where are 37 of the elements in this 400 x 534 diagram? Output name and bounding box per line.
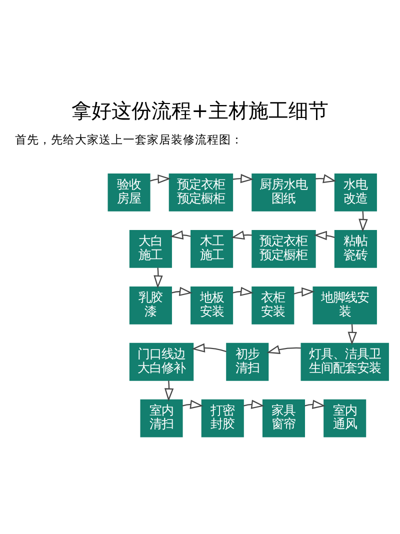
node-box: 大白施工 — [129, 229, 172, 268]
node-box: 打密封胶 — [201, 398, 244, 437]
arrow — [172, 286, 193, 296]
node-box: 乳胶漆 — [129, 286, 172, 324]
node-box: 粘帖瓷砖 — [334, 229, 377, 268]
node-box: 预定衣柜预定橱柜 — [168, 173, 234, 211]
arrow — [348, 324, 357, 345]
arrow — [232, 173, 254, 183]
arrow — [154, 267, 163, 288]
arrow — [314, 230, 335, 240]
node-box: 室内清扫 — [140, 398, 183, 437]
node-box: 室内通风 — [324, 398, 366, 437]
arrow — [150, 174, 171, 184]
arrow — [266, 344, 301, 354]
arrow — [170, 230, 191, 240]
arrow — [315, 174, 336, 183]
arrow — [164, 380, 174, 401]
arrow — [232, 286, 254, 296]
diagram-title: 拿好这份流程+主材施工细节 — [72, 98, 328, 122]
arrow — [243, 399, 264, 408]
node-box: 家具窗帘 — [262, 398, 305, 437]
node-box: 地脚线安装 — [312, 286, 377, 324]
node-box: 初步清扫 — [226, 342, 269, 380]
node-box: 衣柜安装 — [252, 286, 294, 324]
arrow — [304, 399, 326, 408]
arrow — [182, 399, 204, 408]
node-box: 预定衣柜预定橱柜 — [252, 229, 316, 268]
node-box: 门口线边大白修补 — [129, 342, 194, 380]
arrow — [192, 342, 226, 352]
arrow — [294, 286, 315, 296]
node-box: 验收房屋 — [108, 173, 150, 211]
node-box: 地板安装 — [190, 286, 234, 324]
node-box: 厨房水电图纸 — [252, 173, 316, 211]
label: 首先，先给大家送上一套家居装修流程图： — [15, 132, 244, 146]
node-box: 木工施工 — [190, 229, 234, 268]
node-box: 水电改造 — [334, 173, 377, 211]
node-box: 灯具、洁具卫生间配套安装 — [300, 342, 389, 380]
